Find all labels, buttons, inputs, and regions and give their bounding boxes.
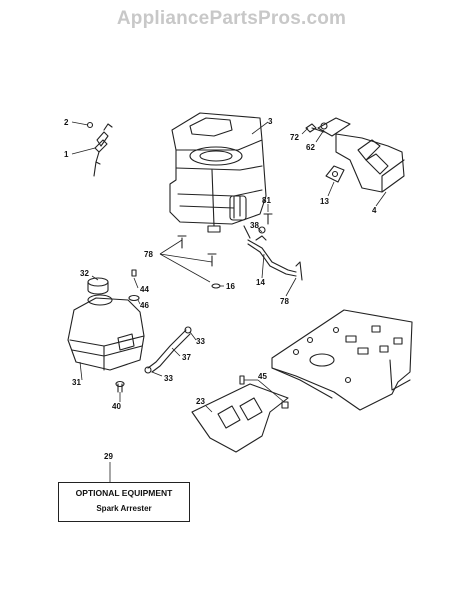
screw-part[interactable] xyxy=(263,213,273,225)
callout-33-bottom: 33 xyxy=(164,374,173,383)
spark-arrester-label: Spark Arrester xyxy=(96,504,152,513)
tank-screw-part[interactable] xyxy=(131,269,137,277)
callout-37: 37 xyxy=(182,353,191,362)
callout-14: 14 xyxy=(256,278,265,287)
callout-16: 16 xyxy=(226,282,235,291)
callout-32: 32 xyxy=(80,269,89,278)
fuel-cap-part[interactable] xyxy=(87,277,109,295)
clamp-part[interactable] xyxy=(255,226,267,241)
muffler-part[interactable] xyxy=(317,117,405,193)
callout-44: 44 xyxy=(140,285,149,294)
callout-13: 13 xyxy=(320,197,329,206)
optional-equipment-title: OPTIONAL EQUIPMENT xyxy=(75,488,173,498)
fuel-hose-part[interactable] xyxy=(147,329,191,373)
callout-3: 3 xyxy=(268,117,273,126)
callout-33-top: 33 xyxy=(196,337,205,346)
engine-part[interactable] xyxy=(169,112,267,239)
engine-bolts-part[interactable] xyxy=(177,235,217,267)
tank-washer-part[interactable] xyxy=(128,294,140,302)
fuel-tank-part[interactable] xyxy=(67,294,145,371)
choke-control-part[interactable] xyxy=(86,121,113,177)
gasket-part[interactable] xyxy=(325,165,345,183)
chassis-frame xyxy=(271,309,413,411)
washer-part[interactable] xyxy=(211,283,221,289)
screw-40-part[interactable] xyxy=(115,380,125,393)
callout-23: 23 xyxy=(196,397,205,406)
fuel-line-part[interactable] xyxy=(247,239,303,281)
callout-78-right: 78 xyxy=(280,297,289,306)
callout-62: 62 xyxy=(306,143,315,152)
callout-78-left: 78 xyxy=(144,250,153,259)
callout-45: 45 xyxy=(258,372,267,381)
hose-clamp-part[interactable] xyxy=(144,326,192,374)
lock-washer-part[interactable] xyxy=(320,122,328,130)
watermark-text: AppliancePartsPros.com xyxy=(116,8,347,29)
callout-38: 38 xyxy=(250,221,259,230)
callout-72: 72 xyxy=(290,133,299,142)
shield-screws-part[interactable] xyxy=(239,375,289,409)
callout-81: 81 xyxy=(262,196,271,205)
callout-2: 2 xyxy=(64,118,69,127)
callout-29: 29 xyxy=(104,452,113,461)
callout-40: 40 xyxy=(112,402,121,411)
bolt-part[interactable] xyxy=(305,123,325,133)
leader-lines xyxy=(71,121,387,482)
callout-labels: 1 2 3 4 13 72 62 81 38 14 78 78 16 32 44… xyxy=(64,117,377,461)
callout-31: 31 xyxy=(72,378,81,387)
callout-1: 1 xyxy=(64,150,69,159)
optional-equipment-box: OPTIONAL EQUIPMENT Spark Arrester xyxy=(58,482,190,522)
heat-shield-part[interactable] xyxy=(191,383,289,453)
callout-4: 4 xyxy=(372,206,377,215)
callout-46: 46 xyxy=(140,301,149,310)
